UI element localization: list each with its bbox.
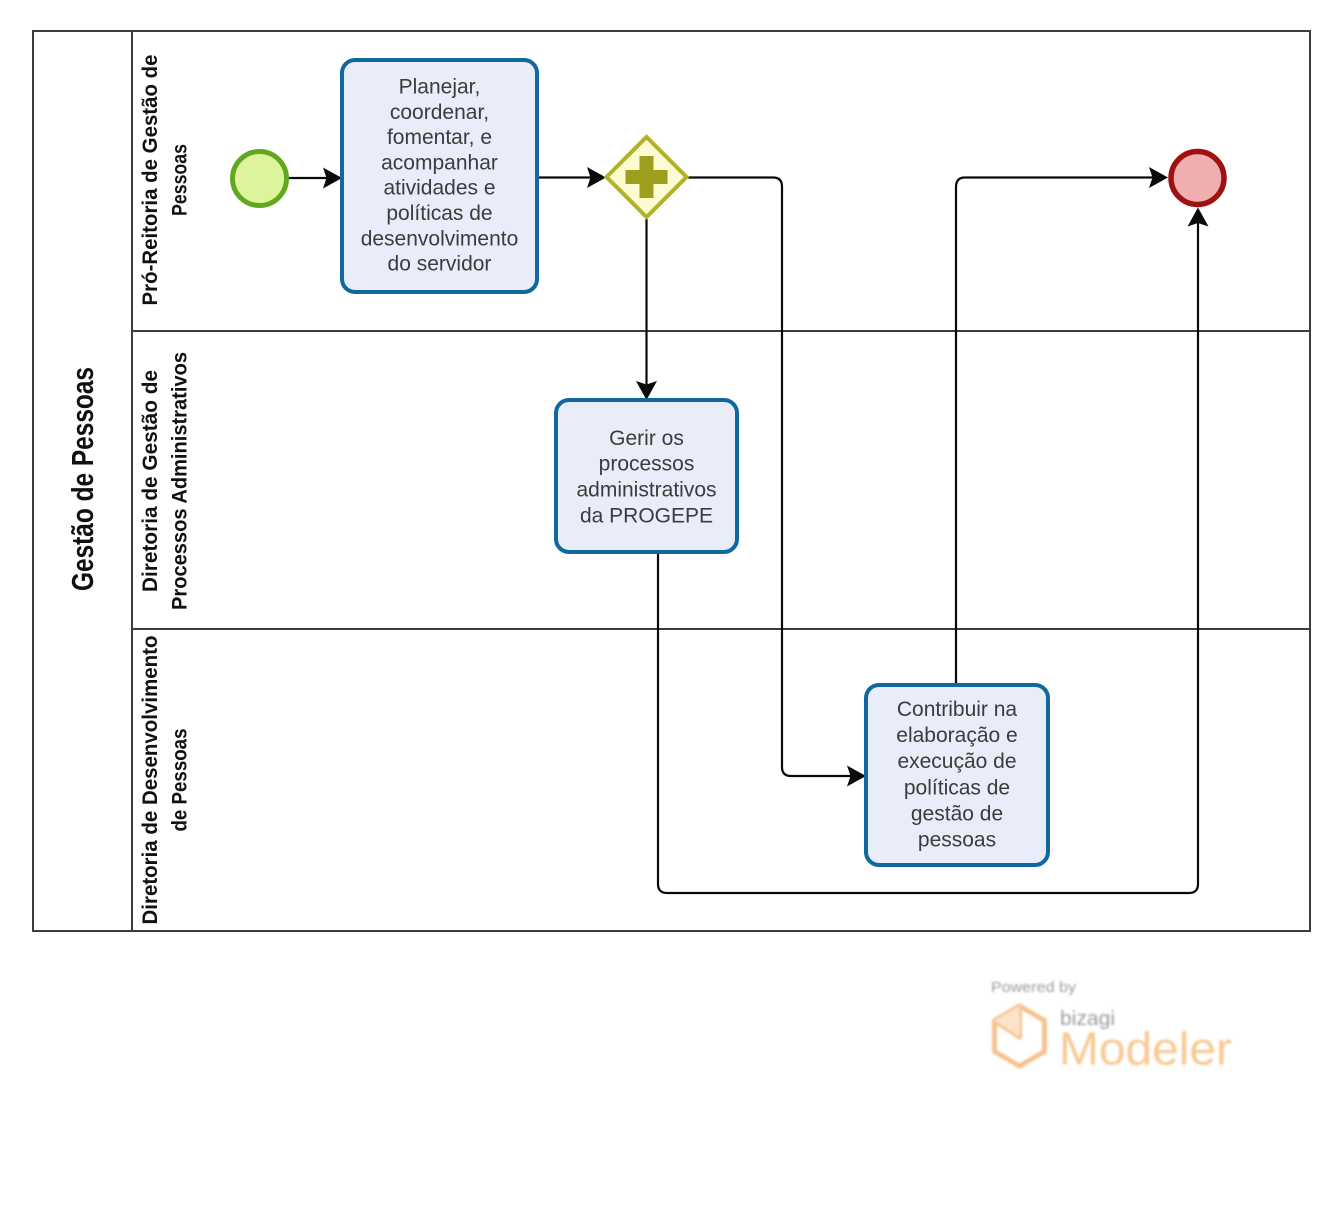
svg-text:pessoas: pessoas xyxy=(918,829,996,852)
svg-text:gestão de: gestão de xyxy=(911,802,1003,825)
svg-text:execução de: execução de xyxy=(897,750,1016,773)
svg-text:coordenar,: coordenar, xyxy=(390,101,489,124)
svg-text:atividades e: atividades e xyxy=(383,177,495,200)
svg-text:Diretoria de Gestão de: Diretoria de Gestão de xyxy=(139,370,162,592)
svg-text:Planejar,: Planejar, xyxy=(399,76,481,99)
svg-text:desenvolvimento: desenvolvimento xyxy=(361,227,519,250)
svg-text:políticas de: políticas de xyxy=(904,776,1010,799)
svg-text:políticas de: políticas de xyxy=(386,202,492,225)
svg-text:acompanhar: acompanhar xyxy=(381,151,498,174)
svg-text:fomentar, e: fomentar, e xyxy=(387,126,492,149)
svg-text:de Pessoas: de Pessoas xyxy=(169,729,192,832)
svg-text:Contribuir na: Contribuir na xyxy=(897,698,1018,721)
svg-text:da PROGEPE: da PROGEPE xyxy=(580,505,713,528)
svg-text:Powered by: Powered by xyxy=(991,980,1077,996)
svg-text:elaboração e: elaboração e xyxy=(896,724,1017,747)
svg-text:Gestão de Pessoas: Gestão de Pessoas xyxy=(65,367,100,591)
svg-text:Diretoria de Desenvolvimento: Diretoria de Desenvolvimento xyxy=(139,636,162,925)
svg-text:Modeler: Modeler xyxy=(1059,1023,1232,1075)
svg-text:bizagi: bizagi xyxy=(1060,1007,1115,1030)
svg-text:do servidor: do servidor xyxy=(388,253,492,276)
svg-text:Pessoas: Pessoas xyxy=(169,144,192,216)
svg-text:administrativos: administrativos xyxy=(576,479,716,502)
svg-text:processos: processos xyxy=(599,453,695,476)
svg-text:Gerir os: Gerir os xyxy=(609,427,684,450)
svg-text:Processos Administrativos: Processos Administrativos xyxy=(169,352,192,610)
svg-text:Pró-Reitoria de Gestão de: Pró-Reitoria de Gestão de xyxy=(139,55,162,306)
